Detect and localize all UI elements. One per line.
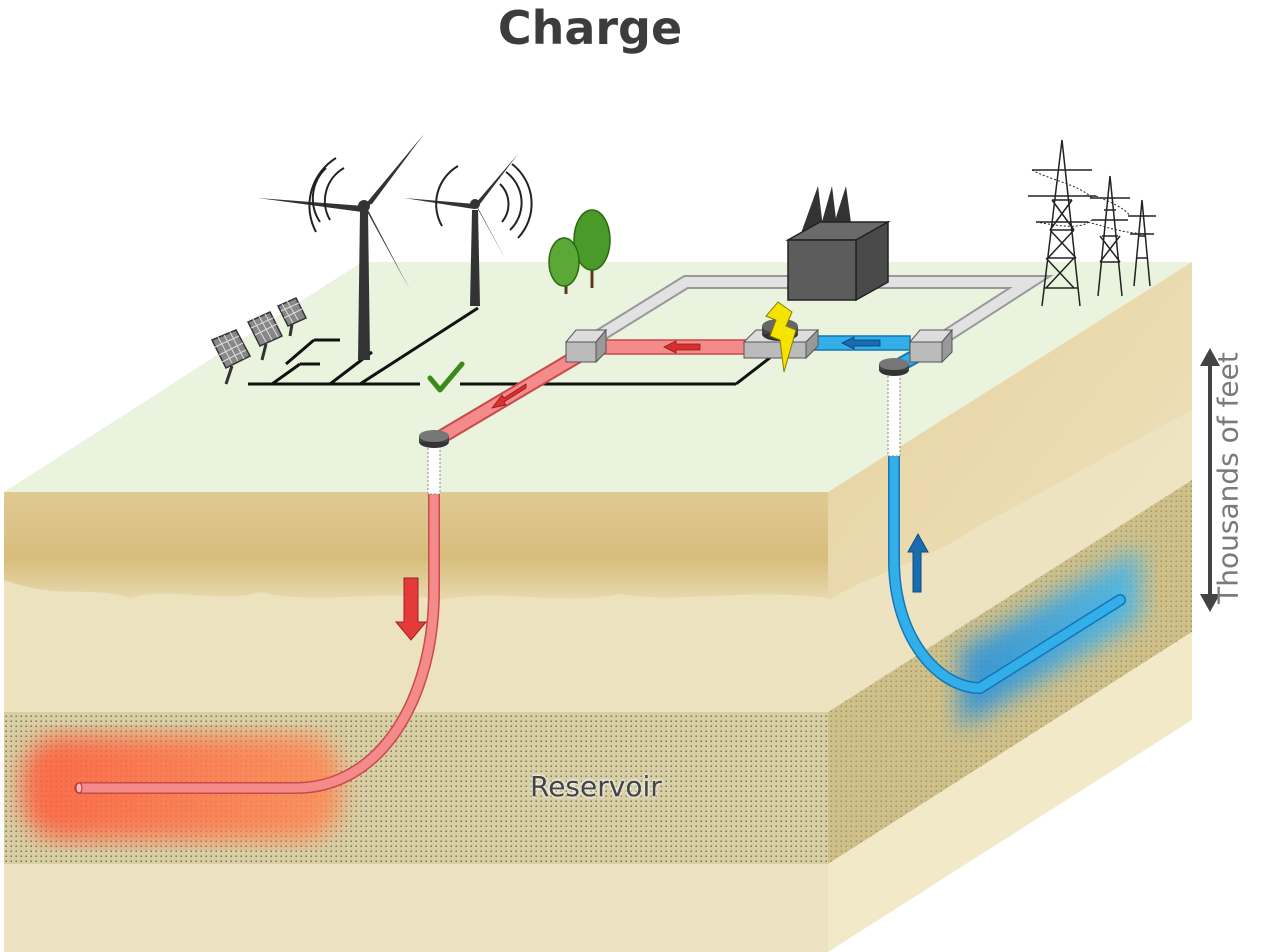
wind-turbine-icon — [258, 134, 424, 360]
up-flow-arrow-icon — [907, 532, 929, 593]
diagram-title: Charge — [497, 1, 683, 55]
wind-turbine-icon-2 — [404, 154, 533, 306]
cold-wellhead — [879, 358, 909, 376]
down-flow-arrow-icon — [394, 577, 428, 641]
lightning-bolt-icon — [765, 301, 797, 373]
electrical-lines — [248, 306, 781, 386]
power-plant-icon — [785, 186, 891, 302]
junction-box-right — [908, 328, 954, 364]
front-face — [4, 492, 828, 952]
junction-box-left — [564, 328, 608, 364]
checkmark-icon — [427, 361, 465, 393]
hot-wellhead — [419, 430, 449, 448]
left-flow-arrow-icon — [663, 340, 701, 354]
solar-panel-icon — [210, 297, 308, 385]
cold-well — [887, 373, 1126, 695]
left-cold-arrow-icon — [841, 336, 881, 350]
depth-scale-label: Thousands of feet — [1211, 352, 1245, 604]
depth-scale-arrow — [1200, 348, 1220, 612]
diag-flow-arrow-icon — [491, 383, 527, 409]
transmission-tower-icon — [1028, 139, 1156, 307]
reservoir-label: Reservoir — [530, 770, 662, 803]
tree-icon — [548, 209, 611, 294]
